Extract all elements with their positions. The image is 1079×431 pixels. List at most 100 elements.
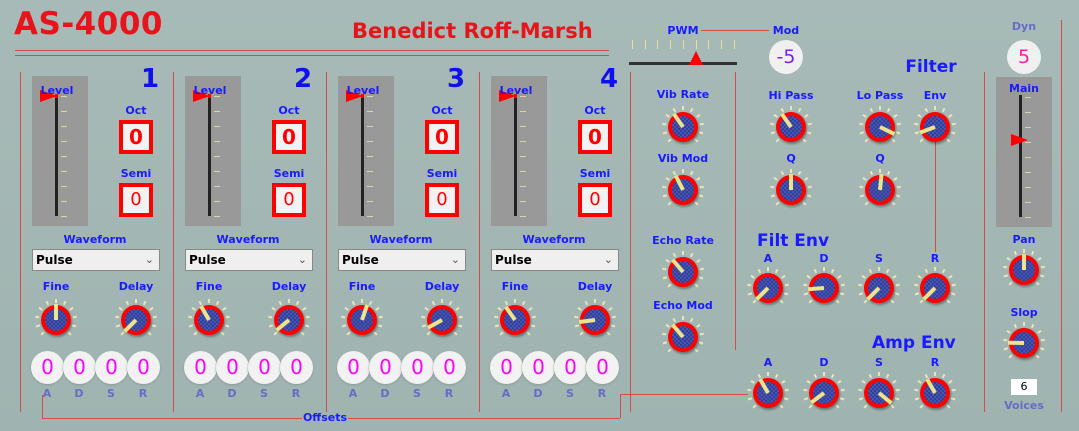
- knob-tick: [278, 300, 283, 306]
- knob-tick: [1030, 250, 1035, 256]
- delay-label: Delay: [424, 280, 460, 293]
- knob-tick: [215, 300, 220, 306]
- adsr-offset-r[interactable]: 0: [280, 351, 313, 384]
- fine-knob[interactable]: [493, 298, 537, 342]
- oct-value[interactable]: 0: [119, 120, 153, 154]
- delay-knob[interactable]: [114, 298, 158, 342]
- knob-tick: [1035, 354, 1040, 359]
- knob-tick: [1040, 338, 1045, 342]
- delay-knob[interactable]: [420, 298, 464, 342]
- slider-handle[interactable]: [40, 90, 57, 102]
- echo-rate-knob[interactable]: [661, 250, 705, 294]
- slop-knob[interactable]: [1002, 321, 1046, 365]
- slider-handle[interactable]: [499, 90, 516, 102]
- knob-tick: [863, 404, 868, 409]
- semi-value[interactable]: 0: [578, 183, 612, 217]
- knob-tick: [914, 388, 919, 392]
- echo-mod-knob[interactable]: [661, 315, 705, 359]
- semi-value[interactable]: 0: [119, 183, 153, 217]
- level-slider[interactable]: [491, 76, 547, 226]
- adsr-offset-d[interactable]: 0: [63, 351, 96, 384]
- slider-handle[interactable]: [193, 90, 210, 102]
- slider-tick: [1025, 202, 1031, 203]
- hipass-knob[interactable]: [769, 105, 813, 149]
- adsr-letter: R: [444, 387, 454, 400]
- fine-knob[interactable]: [187, 298, 231, 342]
- amp-env-s-label: S: [875, 356, 883, 369]
- knob-tick: [890, 299, 895, 304]
- knob-tick: [1003, 347, 1009, 351]
- level-slider[interactable]: [32, 76, 88, 226]
- waveform-select[interactable]: Pulse⌄: [32, 249, 160, 271]
- knob-tick: [774, 373, 779, 379]
- amp-env-s-knob[interactable]: [857, 371, 901, 415]
- fine-label: Fine: [195, 280, 223, 293]
- knob-tick: [839, 397, 845, 401]
- vib-rate-knob[interactable]: [661, 105, 705, 149]
- adsr-letter: S: [413, 387, 421, 400]
- semi-value[interactable]: 0: [425, 183, 459, 217]
- filt-env-a-knob[interactable]: [746, 266, 790, 310]
- main-volume-slider[interactable]: [996, 77, 1052, 227]
- adsr-offset-r[interactable]: 0: [127, 351, 160, 384]
- dyn-value[interactable]: 5: [1007, 40, 1041, 74]
- filt-env-r-knob[interactable]: [913, 266, 957, 310]
- pwm-handle[interactable]: [689, 51, 704, 65]
- lopass-q-knob[interactable]: [858, 168, 902, 212]
- adsr-offset-r[interactable]: 0: [433, 351, 466, 384]
- knob-tick: [895, 131, 901, 135]
- amp-env-r-knob[interactable]: [913, 371, 957, 415]
- amp-env-a-knob[interactable]: [746, 371, 790, 415]
- knob-tick: [135, 299, 137, 303]
- waveform-select[interactable]: Pulse⌄: [185, 249, 313, 271]
- oct-value[interactable]: 0: [272, 120, 306, 154]
- adsr-offset-s[interactable]: 0: [401, 351, 434, 384]
- knob-tick: [893, 113, 898, 118]
- filt-env-s-knob[interactable]: [857, 266, 901, 310]
- slider-tick: [367, 111, 373, 112]
- adsr-offset-a[interactable]: 0: [184, 351, 217, 384]
- adsr-offset-a[interactable]: 0: [490, 351, 523, 384]
- mod-value[interactable]: -5: [769, 40, 803, 74]
- waveform-select[interactable]: Pulse⌄: [338, 249, 466, 271]
- semi-label: Semi: [579, 167, 611, 180]
- slider-handle[interactable]: [346, 90, 363, 102]
- vib-mod-knob[interactable]: [661, 168, 705, 212]
- knob-tick: [426, 331, 431, 336]
- amp-env-d-knob[interactable]: [802, 371, 846, 415]
- slider-handle[interactable]: [1011, 134, 1028, 147]
- adsr-offset-r[interactable]: 0: [586, 351, 619, 384]
- adsr-offset-s[interactable]: 0: [248, 351, 281, 384]
- knob-tick: [147, 331, 152, 336]
- adsr-offset-a[interactable]: 0: [337, 351, 370, 384]
- pan-knob[interactable]: [1002, 248, 1046, 292]
- voices-input[interactable]: 6: [1011, 379, 1037, 395]
- adsr-offset-d[interactable]: 0: [522, 351, 555, 384]
- lopass-knob[interactable]: [858, 105, 902, 149]
- filt-env-d-knob[interactable]: [802, 266, 846, 310]
- adsr-offset-s[interactable]: 0: [95, 351, 128, 384]
- adsr-offset-a[interactable]: 0: [31, 351, 64, 384]
- fine-knob[interactable]: [340, 298, 384, 342]
- level-slider[interactable]: [185, 76, 241, 226]
- slider-track: [514, 94, 517, 216]
- level-slider[interactable]: [338, 76, 394, 226]
- pwm-slider[interactable]: [629, 38, 737, 68]
- semi-value[interactable]: 0: [272, 183, 306, 217]
- adsr-offset-d[interactable]: 0: [369, 351, 402, 384]
- oct-value[interactable]: 0: [425, 120, 459, 154]
- fine-knob[interactable]: [34, 298, 78, 342]
- waveform-select[interactable]: Pulse⌄: [491, 249, 619, 271]
- filter-env-knob[interactable]: [913, 105, 957, 149]
- adsr-offset-s[interactable]: 0: [554, 351, 587, 384]
- delay-knob[interactable]: [267, 298, 311, 342]
- delay-knob[interactable]: [573, 298, 617, 342]
- knob-tick: [750, 379, 755, 384]
- adsr-offset-d[interactable]: 0: [216, 351, 249, 384]
- hipass-q-knob[interactable]: [769, 168, 813, 212]
- chevron-down-icon: ⌄: [297, 253, 307, 266]
- oct-value[interactable]: 0: [578, 120, 612, 154]
- knob-tick: [914, 122, 919, 126]
- knob-tick: [864, 138, 869, 143]
- knob-tick: [813, 373, 818, 379]
